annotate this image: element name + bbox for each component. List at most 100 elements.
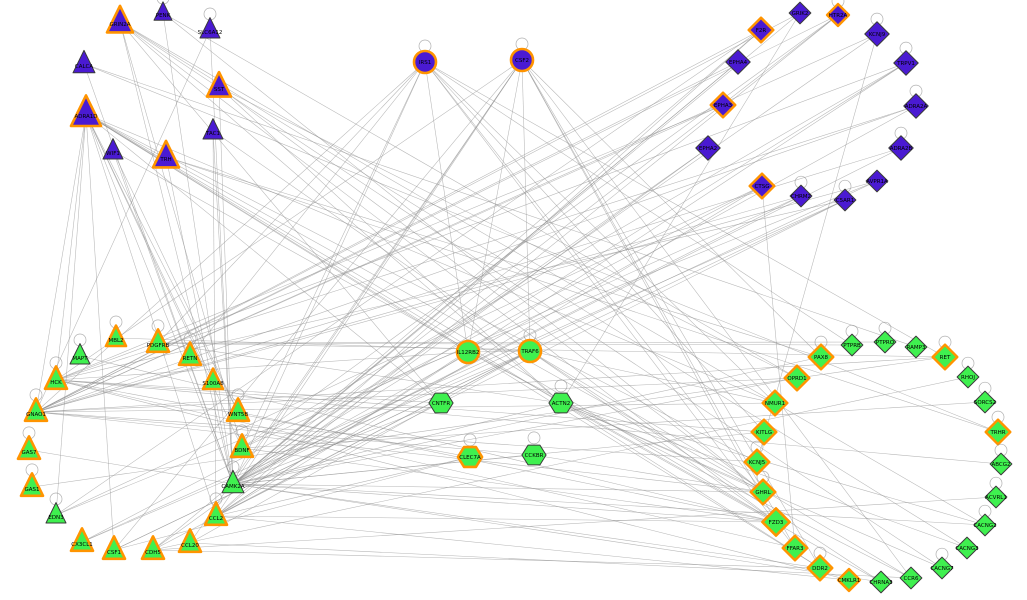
node-shape-NMUR1	[761, 389, 789, 417]
node-PTPRO[interactable]: PTPRO	[873, 321, 897, 354]
node-RAMP3[interactable]: RAMP3	[904, 335, 928, 359]
node-shape-TRH	[151, 139, 181, 169]
node-SORCS2[interactable]: SORCS2	[973, 381, 997, 414]
edge-SORCS2-BDNF	[241, 401, 986, 449]
edge-IRS1-IL12RB2	[424, 61, 469, 353]
node-shape-PDGFRB	[145, 328, 171, 354]
node-OPRD1[interactable]: OPRD1	[783, 364, 811, 392]
node-CLEC7A[interactable]: CLEC7A	[456, 433, 484, 469]
node-KCNJ9[interactable]: KCNJ9	[864, 12, 890, 47]
node-shape-CCL20	[177, 528, 203, 554]
edge-GRIN2A-FZD3	[119, 21, 777, 523]
node-shape-CHRM2	[789, 184, 813, 208]
node-C5AR1[interactable]: C5AR1	[833, 179, 857, 212]
edge-FZD3-BDNF	[241, 447, 777, 523]
edge-IRS1-NMUR1	[424, 61, 776, 404]
node-MBL2[interactable]: MBL2	[104, 315, 128, 348]
edge-ACTN2-GHRL	[560, 402, 764, 493]
node-GRIK2[interactable]: GRIK2	[788, 1, 812, 25]
edge-F2R-GNAO1	[35, 29, 762, 413]
node-EPHA3[interactable]: EPHA3	[709, 91, 737, 119]
node-ABCG2[interactable]: ABCG2	[989, 443, 1013, 476]
node-shape-IRS1	[412, 49, 438, 75]
node-shape-RET	[931, 343, 959, 371]
node-TRAF6[interactable]: TRAF6	[517, 328, 543, 364]
node-EPHA4[interactable]: EPHA4	[725, 49, 751, 75]
edge-KCNJ5-GNAO1	[35, 411, 758, 463]
node-shape-FZD3	[761, 507, 791, 537]
node-shape-KITLG	[750, 418, 778, 446]
node-EPHA2[interactable]: EPHA2	[695, 135, 721, 161]
edge-KCNJ9-GNAO1	[35, 33, 878, 413]
node-EDN3[interactable]: EDN3	[45, 492, 67, 524]
node-KITLG[interactable]: KITLG	[750, 418, 778, 446]
node-TRHR[interactable]: TRHR	[984, 410, 1012, 446]
node-shape-RETN	[177, 341, 203, 367]
node-CALCA[interactable]: CALCA	[72, 49, 96, 74]
node-SLC6A12[interactable]: SLC6A12	[198, 7, 223, 39]
edge-IL12RB2-CCL2	[215, 351, 469, 517]
node-ADRA2B[interactable]: ADRA2B	[888, 126, 914, 161]
edge-KITLG-CAMK2A	[232, 431, 765, 485]
node-CX3CL1[interactable]: CX3CL1	[69, 527, 95, 553]
edge-PTPRB-PDGFRB	[157, 342, 853, 346]
edge-CLEC7A-CSF1	[113, 456, 471, 551]
node-TRH[interactable]: TRH	[151, 139, 181, 169]
node-shape-OPRD1	[783, 364, 811, 392]
node-GRIN2A[interactable]: GRIN2A	[105, 4, 135, 34]
edge-CACNG2-CAMK2A	[232, 483, 986, 526]
node-MAPT[interactable]: MAPT	[69, 333, 91, 365]
node-AVPR1A[interactable]: AVPR1A	[865, 169, 889, 193]
node-IL12RB2[interactable]: IL12RB2	[455, 339, 481, 365]
edge-CHRM2-CAMK2A	[232, 195, 802, 485]
node-GAS1[interactable]: GAS1	[19, 463, 45, 498]
node-CMKLR1[interactable]: CMKLR1	[836, 567, 862, 593]
node-CTSG[interactable]: CTSG	[748, 172, 776, 200]
node-ACVRL1[interactable]: ACVRL1	[984, 476, 1008, 509]
node-RET[interactable]: RET	[931, 335, 959, 371]
node-GAS7[interactable]: GAS7	[16, 426, 42, 461]
node-PENK[interactable]: PENK	[153, 0, 173, 21]
node-CACNG3[interactable]: CACNG3	[955, 536, 979, 560]
node-CACNG7[interactable]: CACNG7	[930, 547, 954, 580]
edge-TRH-CAMK2A	[165, 156, 234, 485]
node-CHRNA3[interactable]: CHRNA3	[869, 570, 893, 594]
node-PTPRB[interactable]: PTPRB	[840, 324, 864, 357]
node-ACTN2[interactable]: ACTN2	[548, 379, 574, 414]
node-shape-ACTN2	[548, 392, 574, 414]
node-HTR2A[interactable]: HTR2A	[825, 0, 851, 28]
node-GHRL[interactable]: GHRL	[749, 470, 777, 506]
edge-IRS1-GNAO1	[35, 61, 426, 413]
node-CSF2[interactable]: CSF2	[509, 37, 535, 73]
node-HCK[interactable]: HCK	[43, 356, 69, 391]
node-RHOJ[interactable]: RHOJ	[956, 356, 980, 389]
node-CDH5[interactable]: CDH5	[140, 535, 166, 561]
node-shape-ADRA2A	[903, 93, 929, 119]
edge-TRAF6-CSF1	[113, 350, 531, 551]
node-shape-DDR2	[806, 554, 834, 582]
edge-ACTN2-CACNG7	[560, 402, 943, 569]
edge-OPRD1-GNAO1	[35, 377, 798, 413]
self-loop-ACTN2	[554, 379, 568, 393]
edge-CMKLR1-HCK	[55, 379, 850, 581]
node-CCR6[interactable]: CCR6	[899, 566, 923, 590]
node-CCKBR[interactable]: CCKBR	[521, 431, 547, 466]
edge-KCNJ9-CAMK2A	[232, 33, 878, 485]
edge-IRS1-RETN	[189, 61, 426, 357]
edge-TRAF6-CCL20	[189, 350, 531, 544]
edge-GRIN2A-CAMK2A	[119, 21, 234, 485]
edge-GHRL-CAMK2A	[232, 483, 764, 493]
edge-ABCG2-HCK	[55, 379, 1002, 465]
node-DDR2[interactable]: DDR2	[806, 546, 834, 582]
node-shape-CDH5	[140, 535, 166, 561]
node-TRPV1[interactable]: TRPV1	[893, 41, 919, 76]
node-FFAR3[interactable]: FFAR3	[781, 534, 809, 562]
node-PDGFRB[interactable]: PDGFRB	[145, 319, 171, 354]
node-shape-CSF2	[509, 47, 535, 73]
edge-CMKLR1-CCL2	[215, 515, 850, 581]
node-IRS1[interactable]: IRS1	[412, 39, 438, 75]
edge-WIF1-WNT5B	[112, 150, 239, 413]
edge-CCKBR-GNAO1	[35, 411, 535, 456]
node-ADRA2A[interactable]: ADRA2A	[903, 84, 929, 119]
node-CSF1[interactable]: CSF1	[101, 535, 127, 561]
